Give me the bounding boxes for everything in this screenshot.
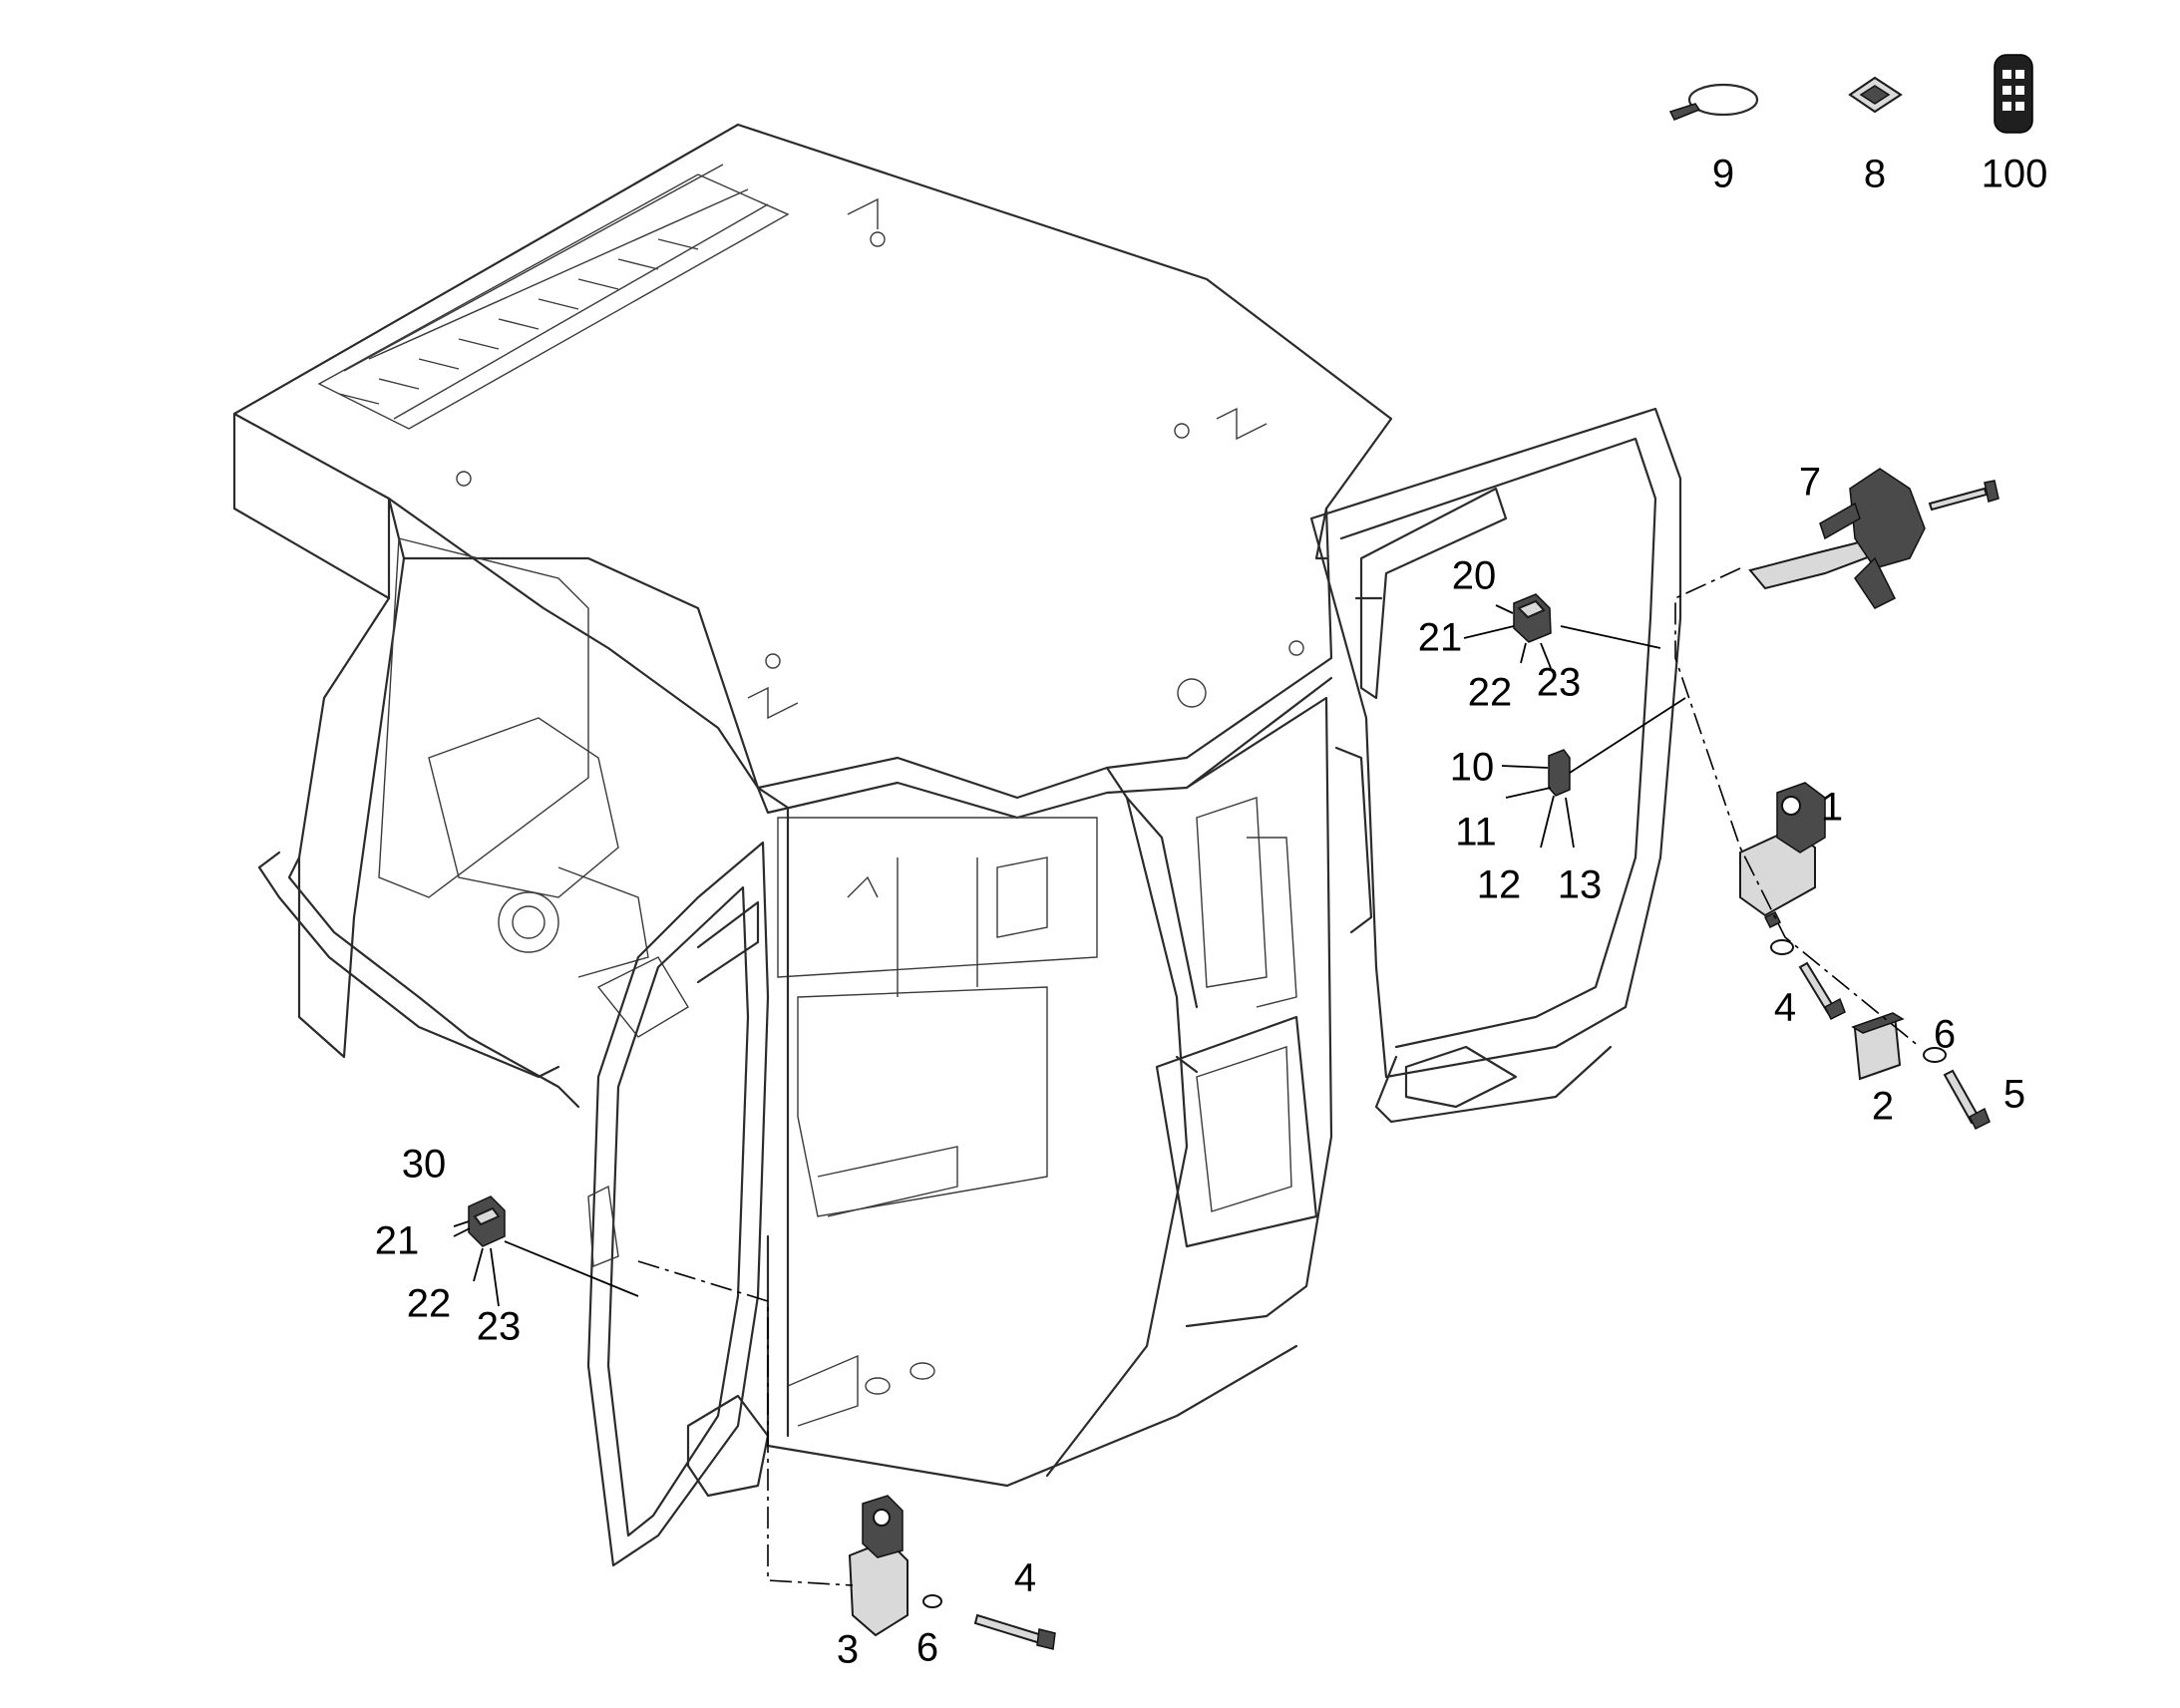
callout-8: 8 (1864, 153, 1886, 196)
callout-23-upper: 23 (1537, 661, 1582, 705)
callout-9: 9 (1712, 153, 1734, 196)
callout-1: 1 (1821, 786, 1843, 830)
callout-10: 10 (1450, 746, 1495, 790)
callout-21-upper: 21 (1418, 616, 1463, 660)
callout-30: 30 (402, 1143, 447, 1187)
callout-20: 20 (1452, 554, 1497, 598)
pad-icon (1848, 76, 1903, 114)
bolt-part-4-right (1770, 939, 1846, 1021)
callout-21-lower: 21 (375, 1219, 420, 1263)
left-door (586, 841, 770, 1567)
cab-interior (428, 717, 1297, 1217)
switch-part-upper (1513, 593, 1552, 643)
leader-lines (453, 567, 1921, 1586)
callout-4-bottom: 4 (1014, 1556, 1036, 1600)
actuator-part-3 (848, 1495, 908, 1637)
callout-12: 12 (1477, 863, 1522, 907)
cover-part-2 (1851, 1012, 1905, 1081)
cable-tie-icon (1668, 83, 1759, 121)
actuator-part-1 (1739, 782, 1826, 929)
callout-5: 5 (2003, 1073, 2025, 1117)
bolt-part-5 (1923, 1047, 1991, 1131)
callout-3: 3 (837, 1628, 859, 1672)
callout-labels: 9 8 100 7 20 21 22 23 10 11 12 13 1 4 6 … (375, 153, 2048, 1672)
callout-2: 2 (1872, 1085, 1894, 1129)
callout-11: 11 (1455, 811, 1497, 854)
door-handle-part (1748, 468, 1999, 609)
callout-23-lower: 23 (477, 1305, 522, 1349)
connector-part (1548, 749, 1571, 797)
callout-13: 13 (1558, 863, 1603, 907)
callout-7: 7 (1799, 461, 1821, 505)
remote-key-icon (1994, 54, 2033, 134)
callout-22-upper: 22 (1468, 671, 1513, 715)
callout-4-right: 4 (1774, 986, 1796, 1030)
callout-6-bottom: 6 (916, 1626, 938, 1670)
roof-vent-grid (317, 164, 790, 430)
callout-6-right: 6 (1934, 1013, 1956, 1057)
callout-22-lower: 22 (407, 1282, 452, 1326)
callout-100: 100 (1982, 153, 2048, 196)
bolt-part-4-bottom (922, 1594, 1056, 1650)
switch-part-lower (468, 1196, 506, 1247)
right-door (1309, 407, 1682, 1124)
